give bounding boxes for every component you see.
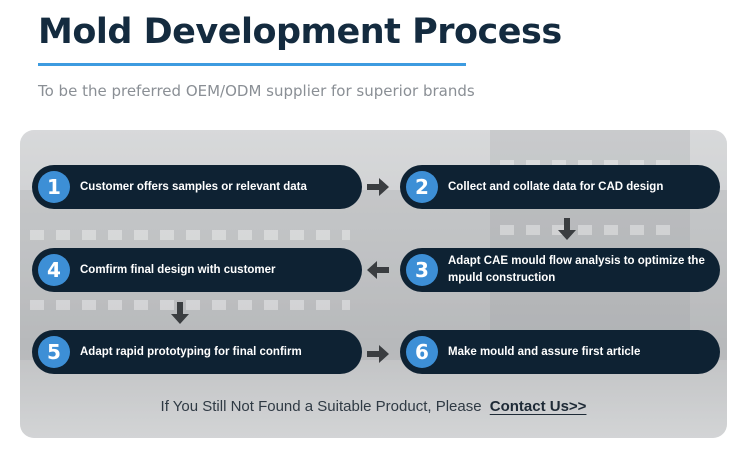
arrow-right-icon: [367, 178, 389, 196]
step-label: Make mould and assure first article: [448, 345, 641, 358]
step-label: Customer offers samples or relevant data: [80, 180, 307, 193]
step-label: Adapt rapid prototyping for final confir…: [80, 345, 302, 358]
step-number-badge: 5: [38, 336, 70, 368]
arrow-down-icon: [558, 218, 576, 240]
step-label: Collect and collate data for CAD design: [448, 180, 664, 193]
page-title: Mold Development Process: [38, 12, 562, 52]
step-4: 4 Comfirm final design with customer: [32, 248, 362, 292]
step-number-badge: 2: [406, 171, 438, 203]
step-2: 2 Collect and collate data for CAD desig…: [400, 165, 720, 209]
background-windows: [30, 300, 350, 310]
process-panel: 1 Customer offers samples or relevant da…: [20, 130, 727, 438]
step-6: 6 Make mould and assure first article: [400, 330, 720, 374]
contact-us-link[interactable]: Contact Us>>: [489, 398, 587, 415]
step-number-badge: 4: [38, 254, 70, 286]
background-windows: [500, 225, 680, 235]
title-underline: [38, 63, 466, 66]
background-windows: [30, 230, 350, 240]
step-number-badge: 1: [38, 171, 70, 203]
page-subtitle: To be the preferred OEM/ODM supplier for…: [38, 82, 475, 100]
cta-line: If You Still Not Found a Suitable Produc…: [20, 398, 727, 415]
arrow-down-icon: [171, 302, 189, 324]
step-number-badge: 3: [406, 254, 438, 286]
arrow-right-icon: [367, 345, 389, 363]
cta-text: If You Still Not Found a Suitable Produc…: [160, 398, 482, 415]
step-label: Adapt CAE mould flow analysis to optimiz…: [448, 255, 705, 284]
arrow-left-icon: [367, 261, 389, 279]
step-3: 3 Adapt CAE mould flow analysis to optim…: [400, 248, 720, 292]
step-label: Comfirm final design with customer: [80, 263, 276, 276]
step-5: 5 Adapt rapid prototyping for final conf…: [32, 330, 362, 374]
step-1: 1 Customer offers samples or relevant da…: [32, 165, 362, 209]
step-number-badge: 6: [406, 336, 438, 368]
